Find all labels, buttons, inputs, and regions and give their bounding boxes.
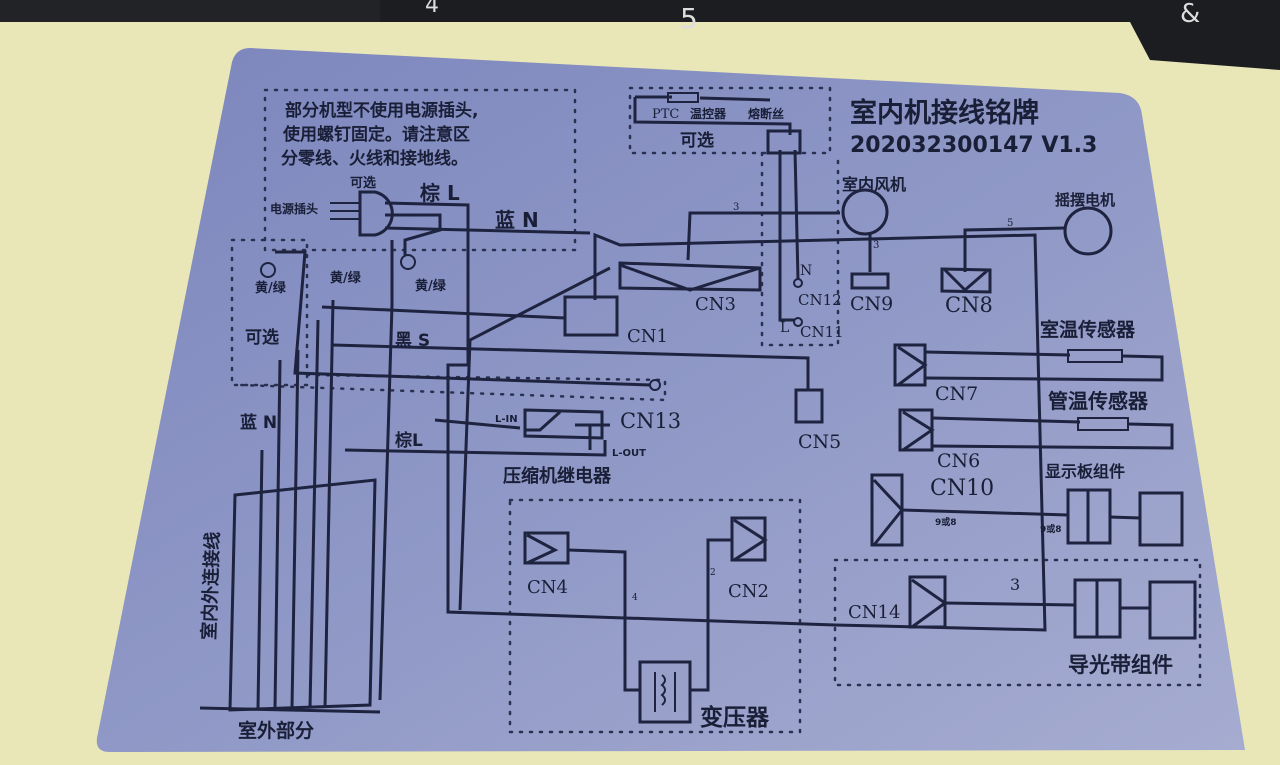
cn13-terminal bbox=[649, 379, 661, 391]
black-s-label: 黑 S bbox=[395, 331, 430, 351]
outdoor-terminal-block bbox=[228, 478, 377, 712]
cn4-connector bbox=[523, 531, 570, 565]
light-strip-box bbox=[833, 558, 1202, 687]
ptc-label: PTC bbox=[652, 107, 679, 122]
key-4: 4 bbox=[425, 0, 439, 18]
cn2-label: CN2 bbox=[728, 581, 769, 602]
cn6-label: CN6 bbox=[937, 450, 980, 472]
outdoor-part-label: 室外部分 bbox=[238, 719, 314, 742]
cn3-label: CN3 bbox=[695, 294, 736, 315]
cn1-connector bbox=[563, 295, 619, 337]
display-board-label: 显示板组件 bbox=[1045, 462, 1125, 481]
cn10-label: CN10 bbox=[930, 476, 994, 501]
note-line-2: 使用螺钉固定。请注意区 bbox=[282, 124, 470, 145]
display-board-icon bbox=[1138, 491, 1184, 547]
room-sensor-icon bbox=[1067, 349, 1123, 363]
n-terminal-label: N bbox=[800, 263, 812, 279]
note-line-1: 部分机型不使用电源插头, bbox=[285, 100, 478, 121]
transformer-icon bbox=[638, 660, 692, 724]
cn4-label: CN4 bbox=[527, 577, 568, 598]
note-box bbox=[263, 88, 577, 252]
cn13-label: CN13 bbox=[620, 409, 681, 433]
cn14-label: CN14 bbox=[848, 602, 900, 623]
cn7-connector bbox=[893, 343, 928, 387]
pipe-sensor-label: 管温传感器 bbox=[1048, 389, 1149, 413]
cn9-label: CN9 bbox=[850, 293, 893, 315]
compressor-relay-icon bbox=[523, 408, 610, 450]
ptc-box bbox=[628, 86, 832, 155]
light-strip-connector bbox=[1073, 578, 1122, 639]
cn5-connector bbox=[794, 388, 824, 424]
room-sensor-label: 室温传感器 bbox=[1040, 318, 1136, 341]
swing-motor-icon bbox=[1063, 206, 1113, 256]
outdoor-connection-label: 室内外连接线 bbox=[198, 531, 224, 640]
power-plug-label: 电源插头 bbox=[270, 201, 318, 216]
cn6-connector bbox=[898, 408, 935, 452]
light-strip-label: 导光带组件 bbox=[1068, 653, 1173, 677]
cn8-label: CN8 bbox=[945, 293, 993, 317]
pipe-sensor-icon bbox=[1077, 417, 1129, 431]
ground-icon-optional bbox=[260, 262, 276, 278]
l-out-label: L-OUT bbox=[612, 448, 646, 459]
wire-count-5: 5 bbox=[1007, 218, 1013, 229]
label-code-version: 202032300147 V1.3 bbox=[850, 133, 1097, 158]
fuse-label: 熔断丝 bbox=[748, 106, 784, 121]
light-strip-icon bbox=[1148, 580, 1197, 640]
cn5-label: CN5 bbox=[798, 431, 841, 453]
key-5: 5 bbox=[680, 2, 698, 35]
wire-count-3-fan: 3 bbox=[733, 202, 739, 213]
yellow-green-label-3: 黄/绿 bbox=[415, 278, 447, 294]
cn7-label: CN7 bbox=[935, 383, 978, 405]
label-title: 室内机接线铭牌 bbox=[850, 97, 1039, 129]
key-ampersand: & bbox=[1180, 0, 1200, 29]
wire-count-4: 4 bbox=[632, 593, 638, 603]
l-in-label: L-IN bbox=[495, 414, 518, 425]
indoor-fan-icon bbox=[841, 188, 889, 236]
cn12-label: CN12 bbox=[798, 291, 842, 309]
optional-label-ptc: 可选 bbox=[680, 131, 714, 151]
brown-l-label: 棕 L bbox=[420, 181, 460, 205]
indoor-fan-label: 室内风机 bbox=[842, 175, 906, 194]
cn1-label: CN1 bbox=[627, 326, 668, 347]
wire-count-3-cn9: 3 bbox=[873, 240, 879, 251]
cn2-connector bbox=[730, 516, 768, 562]
thermostat-label: 温控器 bbox=[690, 106, 727, 121]
wire-count-9or8-b: 9或8 bbox=[1040, 523, 1062, 535]
cn11-label: CN11 bbox=[800, 323, 844, 341]
cn11-cn12-box bbox=[760, 151, 840, 347]
wire-count-9or8-a: 9或8 bbox=[935, 516, 957, 528]
wire-count-3-cn14: 3 bbox=[1010, 575, 1020, 594]
keyboard-keys bbox=[380, 0, 1280, 70]
display-board-connector bbox=[1066, 488, 1112, 545]
optional-label-ground: 可选 bbox=[245, 328, 279, 348]
cn3-connector bbox=[618, 261, 762, 292]
l-terminal-label: L bbox=[780, 320, 789, 336]
ground-icon bbox=[400, 254, 416, 270]
cn13-box bbox=[238, 373, 667, 402]
wire-count-2: 2 bbox=[710, 568, 716, 578]
cn8-connector bbox=[940, 267, 992, 294]
optional-label-plug: 可选 bbox=[350, 175, 376, 191]
transformer-label: 变压器 bbox=[700, 704, 770, 731]
note-line-3: 分零线、火线和接地线。 bbox=[281, 148, 468, 169]
blue-n-label: 蓝 N bbox=[495, 208, 539, 232]
compressor-relay-label: 压缩机继电器 bbox=[503, 465, 612, 487]
yellow-green-label-2: 黄/绿 bbox=[330, 270, 362, 286]
blue-n-label-2: 蓝 N bbox=[240, 413, 277, 433]
brown-l-label-2: 棕L bbox=[395, 430, 423, 451]
yellow-green-label-1: 黄/绿 bbox=[255, 280, 287, 296]
plug-pins bbox=[330, 202, 360, 220]
ptc-connector bbox=[766, 129, 802, 155]
swing-motor-label: 摇摆电机 bbox=[1055, 191, 1115, 209]
cn9-connector bbox=[850, 272, 890, 290]
